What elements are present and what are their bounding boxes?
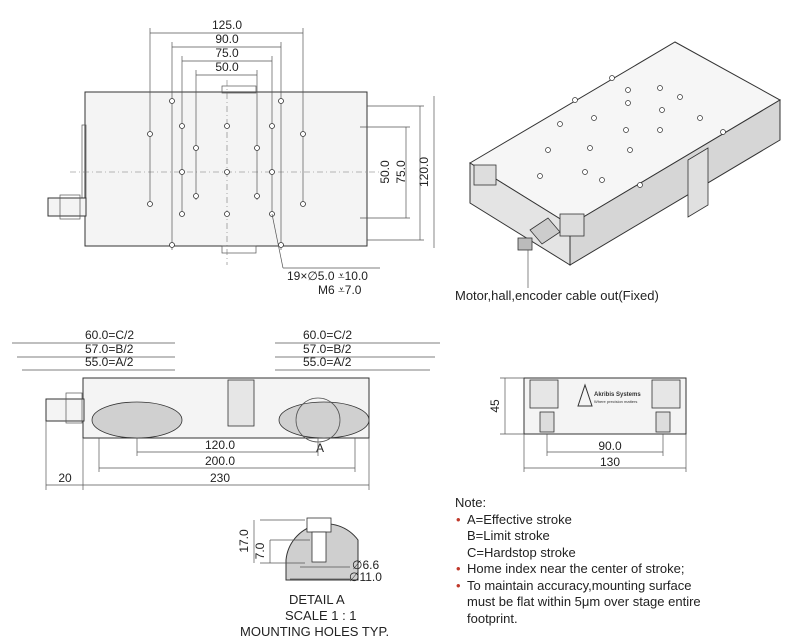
detail-title: DETAIL A bbox=[289, 592, 345, 607]
detail-callout: A bbox=[316, 441, 324, 455]
hole-note-2: M6 ⩡7.0 bbox=[318, 283, 362, 297]
dim-6.6: ∅6.6 bbox=[352, 558, 379, 572]
note-item: must be flat within 5μm over stage entir… bbox=[467, 594, 701, 609]
motor-connector bbox=[47, 197, 87, 217]
stroke-left-b: 57.0=B/2 bbox=[85, 342, 134, 356]
stroke-right-c: 60.0=C/2 bbox=[303, 328, 352, 342]
note-item: footprint. bbox=[467, 610, 518, 626]
note-item: B=Limit stroke bbox=[467, 528, 550, 543]
detail-scale: SCALE 1 : 1 bbox=[285, 608, 357, 623]
dim-125: 125.0 bbox=[212, 18, 242, 32]
notes-heading: Note: bbox=[455, 495, 487, 510]
detail-view: 17.0 7.0 ∅6.6 ∅11.0 bbox=[237, 517, 382, 584]
brand-tagline: Where precision matters bbox=[594, 399, 637, 404]
stroke-left-c: 60.0=C/2 bbox=[85, 328, 134, 342]
note-item: To maintain accuracy,mounting surface bbox=[455, 578, 701, 595]
dim-90-end: 90.0 bbox=[598, 439, 622, 453]
side-view: A 60.0=C/2 57.0=B/2 55.0=A/2 60.0=C/2 57… bbox=[12, 328, 440, 490]
dim-17: 17.0 bbox=[237, 529, 251, 553]
dim-50: 50.0 bbox=[215, 60, 239, 74]
dim-20-side: 20 bbox=[58, 471, 72, 485]
iso-cable-gland bbox=[517, 237, 533, 251]
dim-v-120: 120.0 bbox=[417, 157, 431, 187]
hole-note-1: 19×∅5.0 ⩡10.0 bbox=[287, 269, 368, 283]
notes-block: Note: A=Effective stroke B=Limit stroke … bbox=[455, 495, 701, 627]
dim-230-side: 230 bbox=[210, 471, 230, 485]
dim-7: 7.0 bbox=[253, 542, 267, 559]
top-view: 125.0 90.0 75.0 50.0 50.0 75.0 120.0 bbox=[47, 18, 435, 297]
end-view: Akribis Systems Where precision matters … bbox=[488, 377, 687, 472]
dim-v-50: 50.0 bbox=[378, 160, 392, 184]
dim-130-end: 130 bbox=[600, 455, 620, 469]
note-item: Home index near the center of stroke; bbox=[455, 561, 701, 578]
iso-caption: Motor,hall,encoder cable out(Fixed) bbox=[455, 288, 659, 303]
brand-name: Akribis Systems bbox=[594, 392, 641, 398]
dim-200-side: 200.0 bbox=[205, 454, 235, 468]
dim-v-75: 75.0 bbox=[394, 160, 408, 184]
stroke-right-b: 57.0=B/2 bbox=[303, 342, 352, 356]
dim-120-side: 120.0 bbox=[205, 438, 235, 452]
dim-90: 90.0 bbox=[215, 32, 239, 46]
note-item: A=Effective stroke bbox=[455, 512, 701, 529]
stage-top-outline bbox=[84, 91, 368, 247]
dim-11: ∅11.0 bbox=[349, 570, 382, 584]
dim-75: 75.0 bbox=[215, 46, 239, 60]
dim-45: 45 bbox=[488, 399, 502, 413]
isometric-view bbox=[469, 41, 782, 288]
detail-subtitle: MOUNTING HOLES TYP. bbox=[240, 624, 390, 639]
stroke-left-a: 55.0=A/2 bbox=[85, 355, 134, 369]
side-connector bbox=[45, 398, 85, 422]
mounting-holes bbox=[147, 98, 306, 248]
note-item: C=Hardstop stroke bbox=[467, 544, 576, 560]
stroke-right-a: 55.0=A/2 bbox=[303, 355, 352, 369]
brand-logo-icon bbox=[577, 383, 593, 407]
